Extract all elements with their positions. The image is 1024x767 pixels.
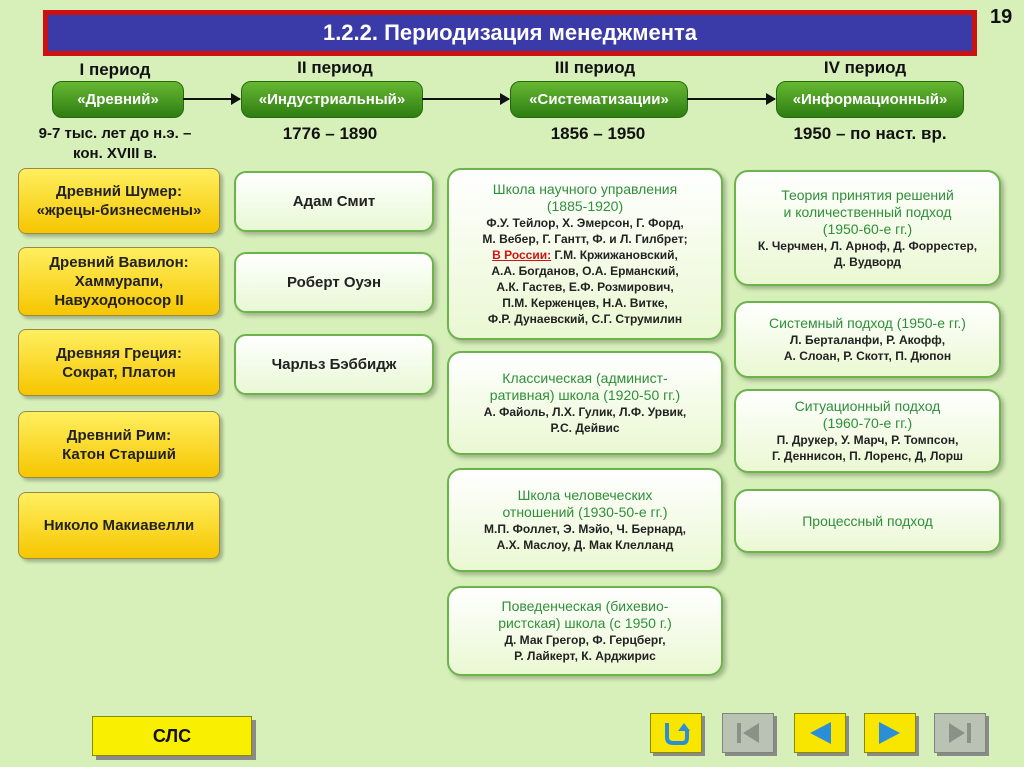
in-russia-label: В России: — [492, 248, 552, 262]
ancient-babylon-box: Древний Вавилон: Хаммурапи, Навуходоносор … — [18, 247, 220, 316]
period-4-label: IV период — [823, 58, 907, 77]
human-p1: М.П. Фоллет, Э. Мэйо, Ч. Бернард, — [484, 522, 686, 536]
situational-p1: П. Друкер, У. Марч, Р. Томпсон, — [776, 433, 959, 447]
scientific-management-box: Школа научного управления (1885-1920) Ф.… — [447, 168, 723, 340]
human-relations-box: Школа человеческих отношений (1930-50-е … — [447, 468, 723, 572]
classical-school-box: Классическая (админист- ративная) школа … — [447, 351, 723, 455]
period-2-pill: «Индустриальный» — [241, 81, 423, 118]
sci-p4: А.А. Богданов, О.А. Ерманский, — [491, 264, 679, 278]
sci-p6: П.М. Керженцев, Н.А. Витке, — [502, 296, 668, 310]
sci-h2: (1885-1920) — [546, 198, 624, 214]
period-3-pill: «Систематизации» — [510, 81, 688, 118]
human-h2: отношений (1930-50-е гг.) — [502, 504, 668, 520]
ancient-greece-l1: Древняя Греция: — [56, 344, 182, 362]
adam-smith-box: Адам Смит — [234, 171, 434, 232]
process-approach-box: Процессный подход — [734, 489, 1001, 553]
systems-p2: А. Слоан, Р. Скотт, П. Дюпон — [783, 349, 952, 363]
decision-theory-box: Теория принятия решений и количественный… — [734, 170, 1001, 286]
next-slide-icon — [879, 722, 900, 744]
ancient-sumer-box: Древний Шумер: «жрецы-бизнесмены» — [18, 168, 220, 234]
behavioral-h2: ристская) школа (с 1950 г.) — [498, 615, 672, 631]
last-slide-icon — [949, 723, 971, 743]
return-icon — [665, 723, 690, 745]
ancient-sumer-l2: «жрецы-бизнесмены» — [36, 202, 202, 219]
sci-h1: Школа научного управления — [492, 181, 678, 197]
sci-p7: Ф.Р. Дунаевский, С.Г. Струмилин — [487, 312, 683, 326]
sci-p1: Ф.У. Тейлор, Х. Эмерсон, Г. Форд, — [486, 216, 684, 230]
page-title: 1.2.2. Периодизация менеджмента — [48, 15, 972, 51]
behavioral-school-box: Поведенческая (бихевио- ристская) школа … — [447, 586, 723, 676]
sci-p5: А.К. Гастев, Е.Ф. Розмирович, — [496, 280, 674, 294]
period-1-label: I период — [79, 60, 151, 79]
last-slide-button[interactable] — [934, 713, 986, 753]
decision-h1: Теория принятия решений — [781, 186, 954, 203]
period-1-pill: «Древний» — [52, 81, 184, 118]
systems-approach-box: Системный подход (1950-е гг.) Л. Бертала… — [734, 301, 1001, 378]
ancient-rome-box: Древний Рим:Катон Старший — [18, 411, 220, 478]
ancient-babylon-l3: Навуходоносор II — [54, 292, 184, 309]
situational-p2: Г. Деннисон, П. Лоренс, Д, Лорш — [771, 449, 964, 463]
period-3-label: III период — [554, 58, 636, 77]
first-slide-button[interactable] — [722, 713, 774, 753]
sci-p3: Г.М. Кржижановский, — [551, 248, 678, 262]
period-1-dates-line1: 9-7 тыс. лет до н.э. – — [38, 125, 192, 142]
slc-button[interactable]: СЛС — [92, 716, 252, 756]
period-4-pill: «Информационный» — [776, 81, 964, 118]
charles-babbage-box: Чарльз Бэббидж — [234, 334, 434, 395]
page-number: 19 — [990, 6, 1013, 28]
ancient-babylon-l1: Древний Вавилон: — [49, 254, 189, 271]
period-1-dates-line2: кон. XVIII в. — [73, 145, 157, 162]
first-slide-icon — [737, 723, 759, 743]
situational-approach-box: Ситуационный подход (1960-70-е гг.) П. Д… — [734, 389, 1001, 473]
decision-h3: (1950-60-е гг.) — [822, 220, 913, 237]
ancient-rome-l1: Древний Рим: — [66, 426, 172, 444]
decision-p1: К. Черчмен, Л. Арноф, Д. Форрестер, — [757, 238, 978, 253]
behavioral-p2: Р. Лайкерт, К. Арджирис — [514, 649, 656, 663]
next-slide-button[interactable] — [864, 713, 916, 753]
arrow-1-2 — [183, 93, 241, 105]
classical-p2: Р.С. Дейвис — [550, 421, 620, 435]
arrow-2-3 — [422, 93, 510, 105]
human-h1: Школа человеческих — [517, 487, 653, 503]
return-button[interactable] — [650, 713, 702, 753]
human-p2: А.Х. Маслоу, Д. Мак Клелланд — [496, 538, 674, 552]
period-4-dates: 1950 – по наст. вр. — [793, 124, 947, 143]
ancient-greece-box: Древняя Греция:Сократ, Платон — [18, 329, 220, 396]
period-1-dates: 9-7 тыс. лет до н.э. – кон. XVIII в. — [15, 124, 215, 164]
systems-p1: Л. Берталанфи, Р. Акофф, — [789, 333, 946, 347]
decision-h2: и количественный подход — [783, 203, 952, 220]
robert-owen-box: Роберт Оуэн — [234, 252, 434, 313]
previous-slide-button[interactable] — [794, 713, 846, 753]
classical-h1: Классическая (админист- — [502, 370, 668, 386]
sci-p2: М. Вебер, Г. Гантт, Ф. и Л. Гилбрет; — [482, 232, 688, 246]
period-2-label: II период — [297, 58, 373, 77]
classical-h2: ративная) школа (1920-50 гг.) — [489, 387, 681, 403]
period-2-dates: 1776 – 1890 — [282, 124, 378, 143]
previous-slide-icon — [810, 722, 831, 744]
ancient-sumer-l1: Древний Шумер: — [56, 183, 182, 200]
behavioral-p1: Д. Мак Грегор, Ф. Герцберг, — [504, 633, 666, 647]
machiavelli-box: Николо Макиавелли — [18, 492, 220, 559]
ancient-rome-l2: Катон Старший — [62, 445, 176, 463]
period-3-dates: 1856 – 1950 — [550, 124, 646, 143]
sci-p3-line: В России: Г.М. Кржижановский, — [457, 247, 713, 263]
situational-h2: (1960-70-е гг.) — [822, 415, 913, 431]
decision-p2: Д. Вудворд — [833, 254, 902, 269]
systems-h1: Системный подход (1950-е гг.) — [769, 315, 966, 331]
title-bar: 1.2.2. Периодизация менеджмента — [43, 10, 977, 56]
arrow-3-4 — [687, 93, 776, 105]
process-h1: Процессный подход — [802, 512, 933, 529]
classical-p1: А. Файоль, Л.Х. Гулик, Л.Ф. Урвик, — [483, 405, 687, 419]
behavioral-h1: Поведенческая (бихевио- — [501, 598, 669, 614]
ancient-greece-l2: Сократ, Платон — [62, 363, 176, 381]
situational-h1: Ситуационный подход — [794, 398, 941, 414]
ancient-babylon-l2: Хаммурапи, — [74, 273, 164, 290]
